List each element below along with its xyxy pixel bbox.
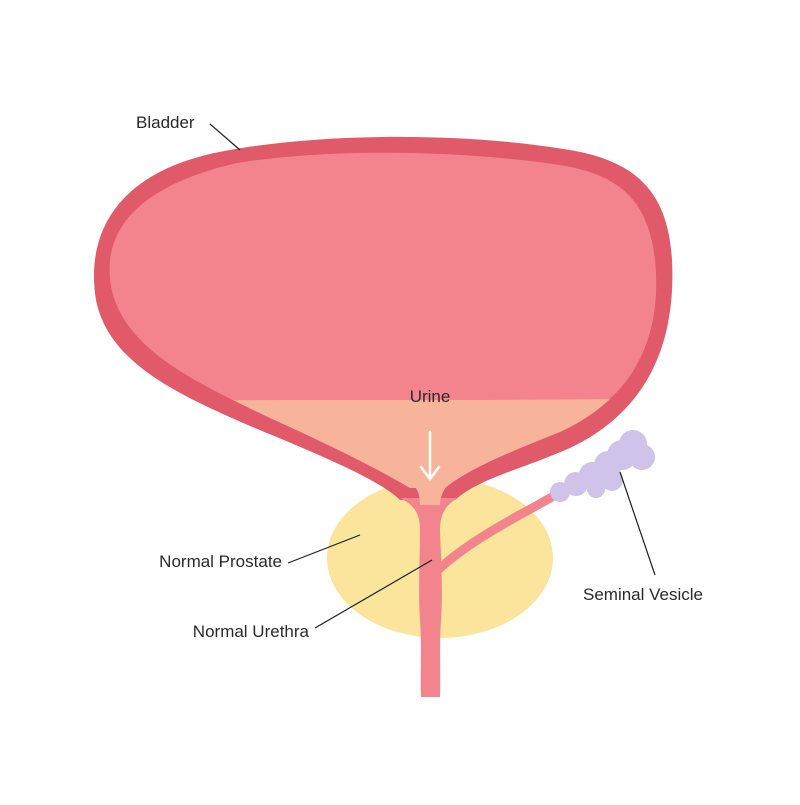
ejaculatory-duct bbox=[433, 492, 557, 575]
bladder-leader-line bbox=[209, 123, 241, 151]
urine-label: Urine bbox=[410, 387, 451, 406]
seminal-vesicle bbox=[550, 430, 655, 502]
bladder-neck bbox=[405, 478, 455, 505]
prostate-label: Normal Prostate bbox=[159, 552, 282, 571]
bladder-label: Bladder bbox=[136, 113, 195, 132]
urethra-leader-line bbox=[314, 559, 433, 629]
urethra-label: Normal Urethra bbox=[193, 622, 310, 641]
urethra bbox=[400, 498, 458, 697]
seminal-vesicle-leader-line bbox=[619, 471, 656, 576]
seminal-vesicle-label: Seminal Vesicle bbox=[583, 585, 703, 604]
urine-flow-arrow bbox=[419, 430, 441, 482]
prostate-leader-line bbox=[287, 534, 361, 564]
